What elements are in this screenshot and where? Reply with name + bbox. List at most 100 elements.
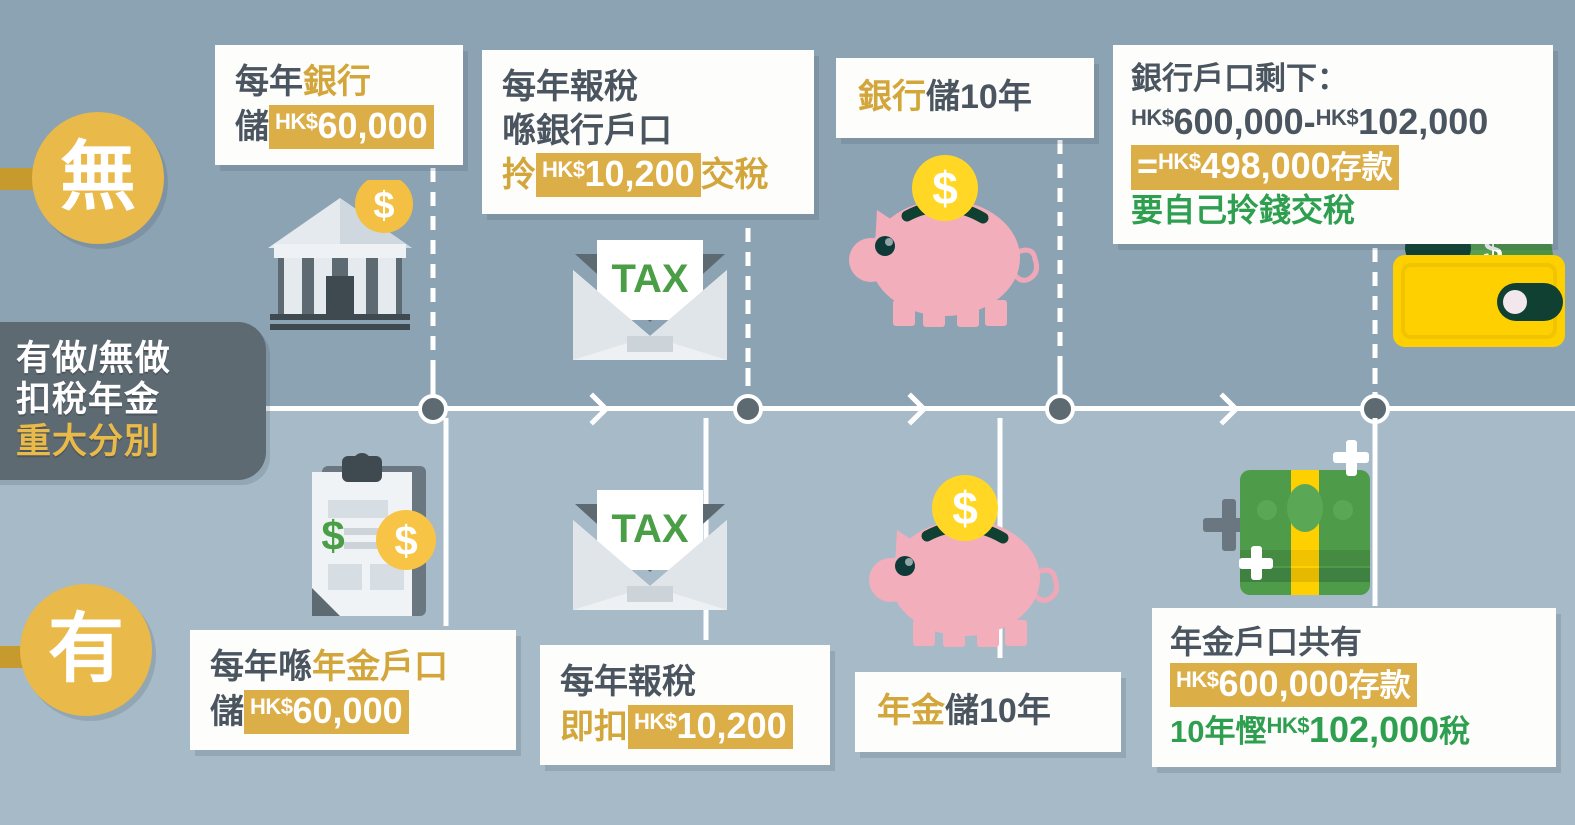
text-segment: 儲10年 [926, 78, 1032, 116]
badge-without: 無 [32, 112, 164, 244]
timeline-chevron-3 [1219, 392, 1241, 426]
amount-highlight: HK$10,200 [628, 704, 793, 749]
amount-highlight: HK$60,000 [269, 104, 434, 149]
text-segment-accent: 拎 [502, 156, 536, 195]
amount-highlight: HK$60,000 [244, 689, 409, 734]
callout-top-2-line2: 喺銀行戶口 [502, 111, 672, 150]
callout-bottom-4-line2: HK$600,000存款 [1170, 662, 1538, 708]
connector-dashed-4 [1372, 200, 1378, 396]
currency-prefix: HK$ [634, 708, 677, 734]
callout-top-4-line3: =HK$498,000存款 [1131, 145, 1535, 190]
connector-dashed-3 [1057, 140, 1063, 396]
callout-top-3-line1: 銀行儲10年 [858, 76, 1072, 120]
money-stack-plus-icon [1185, 440, 1390, 610]
currency-prefix: HK$ [275, 108, 318, 134]
amount-value: 600,000 [1173, 100, 1304, 142]
timeline-node-2 [733, 394, 763, 424]
tax-label-bottom: TAX [611, 507, 688, 551]
timeline-node-1 [418, 394, 448, 424]
callout-bottom-4-line1: 年金戶口共有 [1170, 624, 1363, 660]
callout-top-4-line4: 要自己拎錢交稅 [1131, 191, 1356, 228]
title-plaque: 有做/無做 扣稅年金 重大分別 [0, 322, 266, 480]
badge-with-label: 有 [48, 607, 124, 692]
callout-bottom-3-line1: 年金儲10年 [877, 690, 1099, 734]
callout-bottom-4: 年金戶口共有 HK$600,000存款 10年慳HK$102,000稅 [1152, 608, 1556, 768]
amount-highlight: HK$10,200 [536, 153, 701, 198]
connector-solid-4 [1372, 418, 1378, 606]
timeline-chevron-1 [589, 392, 611, 426]
badge-without-label: 無 [60, 135, 136, 220]
amount-highlight: =HK$498,000存款 [1131, 145, 1399, 190]
currency-prefix: HK$ [1131, 104, 1174, 130]
svg-text:$: $ [932, 162, 958, 214]
piggy-bank-icon-top: $ [845, 148, 1060, 338]
text-segment: 稅 [1439, 714, 1471, 750]
text-segment-accent: 銀行 [303, 63, 371, 101]
text-segment-accent: 年金 [877, 692, 945, 730]
callout-bottom-1-line1: 每年喺年金戶口 [210, 646, 496, 690]
callout-top-3: 銀行儲10年 [836, 58, 1094, 138]
clipboard-money-icon: $ $ [300, 452, 440, 622]
currency-prefix: HK$ [1158, 148, 1201, 174]
svg-text:$: $ [394, 517, 417, 564]
text-segment: 每年 [235, 63, 303, 101]
svg-text:$: $ [373, 185, 394, 227]
connector-dashed-1 [430, 168, 436, 396]
tax-envelope-icon-top: TAX [565, 240, 735, 365]
expression: HK$600,000-HK$102,000 [1131, 100, 1489, 142]
amount-value: 60,000 [292, 689, 403, 731]
badge-with: 有 [20, 584, 152, 716]
amount-value: 600,000 [1218, 662, 1349, 704]
bank-icon: $ [260, 175, 420, 335]
currency-prefix: HK$ [542, 156, 585, 182]
text-segment-accent: 年金戶口 [312, 648, 448, 686]
operator: - [1303, 100, 1316, 142]
text-segment-accent: 即扣 [560, 707, 628, 746]
callout-top-2-line1: 每年報稅 [502, 68, 638, 106]
title-line-2: 扣稅年金 [16, 380, 161, 420]
connector-solid-2 [703, 418, 709, 640]
currency-prefix: HK$ [1176, 666, 1219, 692]
text-segment: 存款 [1348, 667, 1411, 703]
amount-value: 60,000 [317, 104, 428, 146]
text-segment: 儲10年 [945, 692, 1051, 730]
tax-envelope-icon-bottom: TAX [565, 490, 735, 615]
callout-top-4-line1: 銀行戶口剩下： [1131, 61, 1348, 96]
timeline-chevron-2 [907, 392, 929, 426]
tax-label-top: TAX [611, 257, 688, 301]
callout-bottom-2-line1: 每年報稅 [560, 663, 696, 701]
currency-prefix: HK$ [1266, 713, 1309, 739]
amount-value: 10,200 [584, 153, 695, 195]
amount-value: 102,000 [1358, 100, 1489, 142]
operator: = [1137, 145, 1159, 187]
svg-text:$: $ [952, 482, 978, 534]
connector-dashed-2 [745, 228, 751, 396]
callout-bottom-3: 年金儲10年 [855, 672, 1121, 752]
title-line-3: 重大分別 [16, 421, 161, 461]
text-segment: 10年慳 [1170, 714, 1267, 750]
text-segment-accent: 銀行 [858, 78, 926, 116]
amount-value: 102,000 [1309, 709, 1440, 751]
amount-highlight: HK$600,000存款 [1170, 662, 1417, 708]
connector-solid-1 [443, 418, 449, 626]
callout-bottom-4-line3: 10年慳HK$102,000稅 [1170, 707, 1538, 753]
amount-value: 498,000 [1200, 145, 1331, 187]
currency-prefix: HK$ [1315, 104, 1359, 130]
timeline-node-3 [1045, 394, 1075, 424]
piggy-bank-icon-bottom: $ [865, 468, 1080, 658]
text-segment: 存款 [1330, 150, 1393, 186]
text-segment: 儲 [235, 107, 269, 146]
text-segment-accent: 交稅 [700, 156, 769, 195]
callout-top-1-line1: 每年銀行 [235, 61, 443, 105]
amount-value: 10,200 [676, 704, 787, 746]
callout-top-4: 銀行戶口剩下： HK$600,000-HK$102,000 =HK$498,00… [1113, 45, 1553, 245]
timeline-axis [0, 406, 1575, 411]
svg-text:$: $ [321, 512, 344, 559]
